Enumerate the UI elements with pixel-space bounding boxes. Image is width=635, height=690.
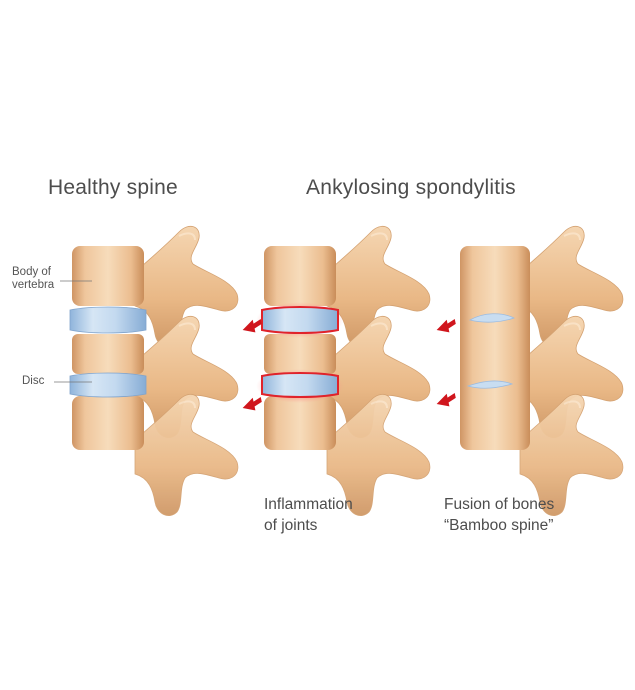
- fused-disc-remnant: [466, 380, 514, 389]
- disc-label: Disc: [22, 375, 45, 387]
- fusion-caption-line1: Fusion of bones: [444, 496, 555, 513]
- inflamed-spine-column: [242, 225, 431, 517]
- healthy-spine-heading: Healthy spine: [48, 176, 178, 199]
- healthy-disc: [69, 306, 147, 334]
- arrow-icon: [242, 319, 262, 333]
- ankylosing-spondylitis-heading: Ankylosing spondylitis: [306, 176, 516, 199]
- vertebra-body: [72, 396, 144, 450]
- arrow-icon: [436, 393, 456, 407]
- inflammation-caption-line1: Inflammation: [264, 496, 353, 513]
- vertebra-body: [264, 246, 336, 306]
- fused-spine-column: [436, 225, 624, 517]
- inflammation-caption-line2: of joints: [264, 517, 318, 534]
- inflamed-disc: [261, 306, 339, 334]
- vertebra-body: [264, 396, 336, 450]
- inflamed-disc: [261, 372, 339, 398]
- vertebra-label-line2: vertebra: [12, 279, 55, 291]
- arrow-icon: [436, 319, 456, 333]
- healthy-disc: [69, 372, 147, 398]
- fusion-caption-line2: “Bamboo spine”: [444, 517, 554, 534]
- fusion-caption: Fusion of bones “Bamboo spine”: [444, 494, 554, 536]
- vertebra-body: [72, 334, 144, 374]
- vertebra-body: [72, 246, 144, 306]
- fused-disc-remnant: [468, 313, 516, 323]
- inflammation-caption: Inflammation of joints: [264, 494, 353, 536]
- arrow-icon: [242, 397, 262, 411]
- fused-vertebral-column: [460, 246, 530, 450]
- vertebra-label-line1: Body of: [12, 266, 51, 278]
- vertebra-body: [264, 334, 336, 374]
- body-of-vertebra-label: Body of vertebra: [12, 266, 54, 292]
- healthy-spine-column: [54, 225, 239, 517]
